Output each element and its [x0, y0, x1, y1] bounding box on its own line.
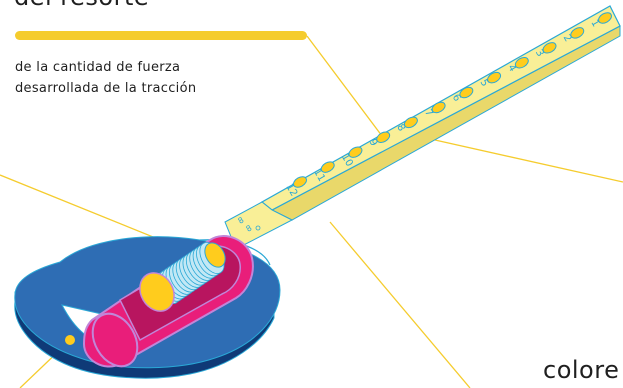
ruler-number-label: 5	[477, 78, 490, 89]
ruler-number-label: 8	[394, 122, 407, 133]
ruler-number-label: 7	[422, 107, 435, 118]
caption-line-2: desarrollada de la tracción	[15, 81, 197, 96]
ruler-holes	[293, 12, 612, 188]
ruler-hole	[293, 176, 307, 188]
base-plate-dot	[65, 335, 75, 345]
ruler-hole	[514, 56, 529, 69]
ruler-hole	[348, 146, 363, 158]
ruler-hole	[376, 131, 391, 144]
ruler-number-label: 1	[588, 18, 601, 29]
ruler-number-label: 3	[533, 48, 546, 59]
ruler-number-label: 2	[561, 33, 574, 44]
ruler-hole	[542, 42, 557, 54]
ruler-hole	[570, 27, 585, 39]
ruler-number-label: 9	[367, 137, 380, 148]
ruler-hole	[459, 86, 474, 99]
ruler-hole	[431, 101, 446, 114]
ruler-number-label: 6	[450, 93, 463, 104]
ruler-small-dot	[255, 225, 261, 231]
ruler-side	[270, 25, 621, 221]
bottom-word-fragment: colore	[543, 356, 620, 384]
caption-highlight-bar	[15, 31, 307, 40]
title-fragment: del resorte	[14, 0, 149, 11]
ruler-hole	[598, 12, 612, 24]
leader-line-bottom	[329, 221, 471, 388]
leader-line-right	[434, 139, 623, 183]
caption-line-1: de la cantidad de fuerza	[15, 60, 181, 75]
ruler-number-label: 4	[505, 63, 518, 74]
ruler-hole	[403, 116, 418, 129]
plug-cap	[139, 272, 175, 312]
ruler-small-mark: 8	[237, 215, 246, 225]
spring-end-cap	[204, 242, 226, 268]
ruler-hole	[320, 161, 335, 173]
ruler-hole	[487, 71, 502, 84]
housing-front-ring	[91, 312, 139, 368]
ruler-small-mark: 8	[245, 223, 254, 233]
spring-housing	[82, 235, 254, 368]
